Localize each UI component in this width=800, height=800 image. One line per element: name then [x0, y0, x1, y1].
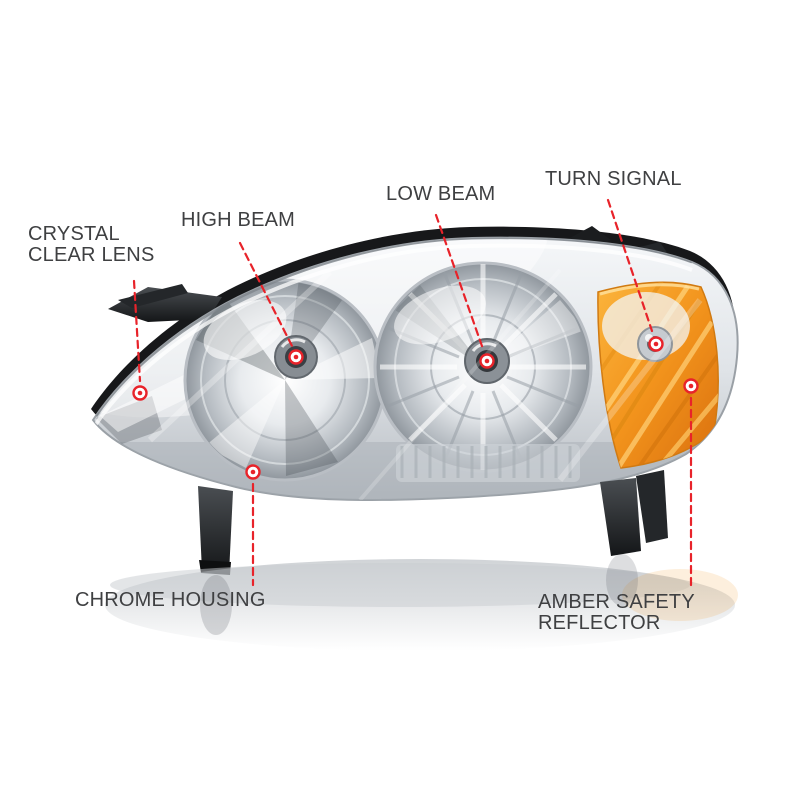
target-marker-icon-high-beam [288, 349, 304, 365]
callout-label-line: CRYSTAL [28, 223, 120, 245]
callout-amber-safety-reflector: AMBER SAFETY REFLECTOR [538, 592, 695, 634]
mounting-wing [108, 284, 222, 322]
callout-label-line: TURN SIGNAL [545, 168, 682, 190]
leader-line-crystal-clear-lens [132, 279, 142, 383]
target-marker-icon-chrome-housing [245, 464, 261, 480]
callout-label-line: AMBER SAFETY [538, 591, 695, 613]
callout-label-line: REFLECTOR [538, 612, 661, 634]
leader-line-high-beam [238, 241, 294, 348]
callout-label-line: LOW BEAM [386, 183, 496, 205]
callout-chrome-housing: CHROME HOUSING [75, 590, 266, 611]
mounting-leg-right [600, 470, 668, 556]
target-marker-icon-low-beam [479, 353, 495, 369]
callout-turn-signal: TURN SIGNAL [545, 169, 682, 190]
leader-line-turn-signal [606, 198, 654, 333]
callout-label-line: CHROME HOUSING [75, 589, 266, 611]
callout-label-line: HIGH BEAM [181, 209, 296, 231]
amber-reflector [597, 281, 719, 469]
target-marker-icon-crystal-clear-lens [132, 385, 148, 401]
callout-crystal-clear-lens: CRYSTAL CLEAR LENS [28, 224, 155, 266]
target-marker-icon-amber-safety-reflector [683, 378, 699, 394]
leader-line-low-beam [434, 213, 485, 351]
chrome-shelf [396, 444, 580, 482]
target-marker-icon-turn-signal [648, 336, 664, 352]
callout-low-beam: LOW BEAM [386, 184, 495, 205]
callout-high-beam: HIGH BEAM [181, 210, 295, 231]
callout-label-line: CLEAR LENS [28, 244, 155, 266]
floor-reflection [105, 554, 738, 651]
